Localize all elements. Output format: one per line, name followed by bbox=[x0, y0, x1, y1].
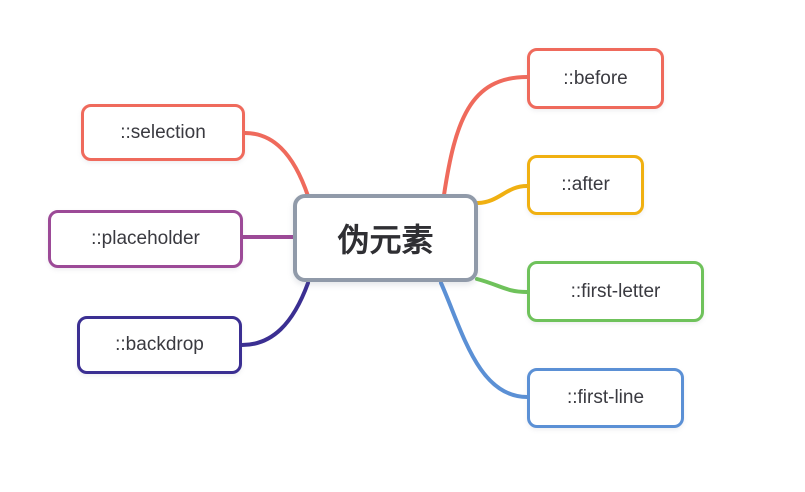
edge-selection bbox=[243, 131, 310, 198]
root-topic-label: 伪元素 bbox=[337, 222, 434, 258]
topic-after[interactable]: ::after bbox=[527, 155, 644, 215]
edge-first-letter bbox=[475, 277, 529, 294]
topic-placeholder-label: ::placeholder bbox=[91, 228, 200, 249]
topic-first-line-label: ::first-line bbox=[566, 387, 645, 408]
topic-backdrop-label: ::backdrop bbox=[115, 334, 204, 355]
topic-after-label: ::after bbox=[561, 174, 610, 195]
topic-before-label: ::before bbox=[563, 67, 628, 89]
edge-after bbox=[476, 184, 529, 205]
edge-backdrop bbox=[240, 281, 310, 347]
topic-selection-label: ::selection bbox=[120, 121, 206, 143]
topic-placeholder[interactable]: ::placeholder bbox=[48, 210, 243, 268]
topic-selection[interactable]: ::selection bbox=[81, 104, 245, 161]
topic-first-letter[interactable]: ::first-letter bbox=[527, 261, 704, 322]
topic-first-letter-label: ::first-letter bbox=[570, 280, 661, 302]
topic-before[interactable]: ::before bbox=[527, 48, 664, 109]
edge-first-line bbox=[439, 281, 529, 399]
topic-backdrop[interactable]: ::backdrop bbox=[77, 316, 242, 374]
edge-before bbox=[442, 75, 529, 197]
topic-first-line[interactable]: ::first-line bbox=[527, 368, 684, 428]
root-topic[interactable]: 伪元素 bbox=[293, 194, 478, 282]
